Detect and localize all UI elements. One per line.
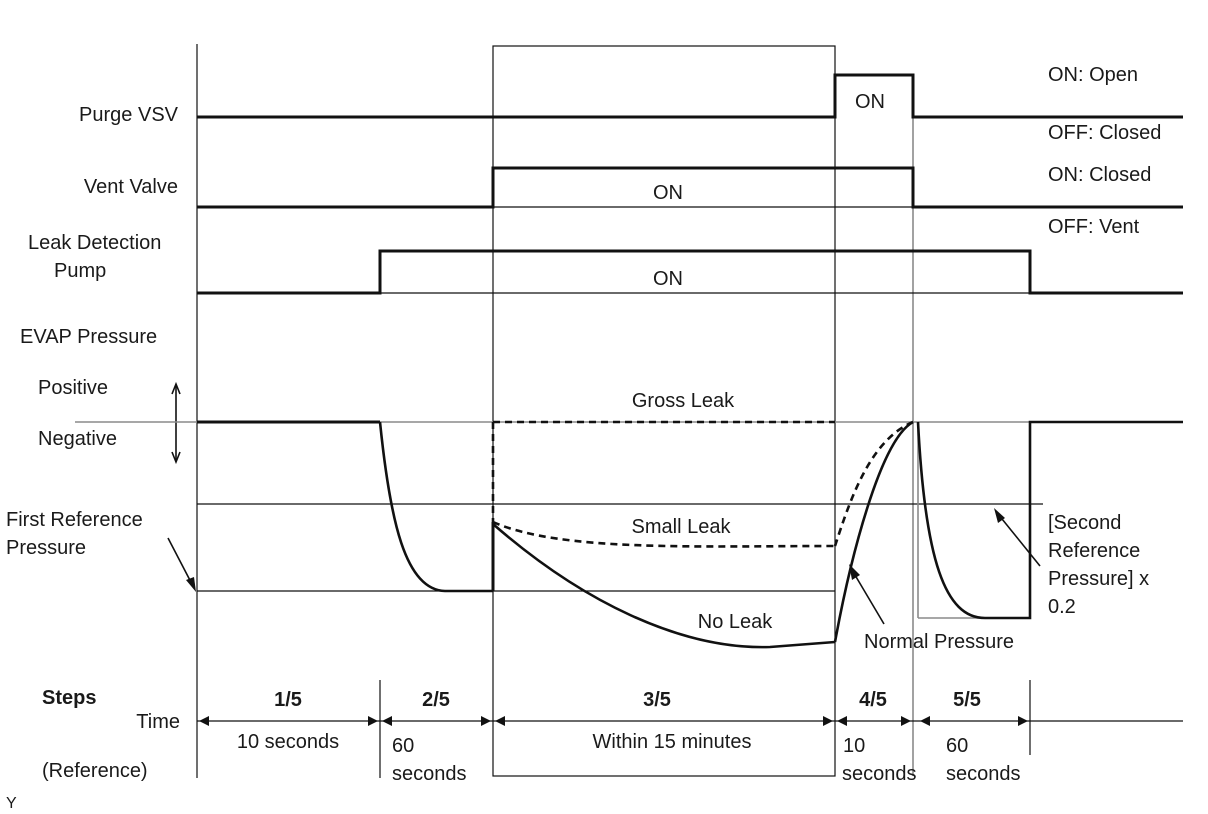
- no-leak-label: No Leak: [698, 611, 773, 633]
- purge-off-state: OFF: Closed: [1048, 122, 1161, 144]
- small-leak-recovery-curve: [833, 420, 914, 547]
- row-label-leak-pump-2: Pump: [54, 260, 106, 282]
- row-label-vent-valve: Vent Valve: [84, 176, 178, 198]
- leak-pump-signal: [197, 249, 1183, 295]
- small-leak-label: Small Leak: [632, 516, 732, 538]
- step-4-time-2: seconds: [842, 763, 917, 785]
- gross-leak-label: Gross Leak: [632, 390, 735, 412]
- normal-pressure-pointer-arrow: [849, 564, 885, 625]
- row-label-first-ref-2: Pressure: [6, 537, 86, 559]
- second-ref-label-2: Reference: [1048, 540, 1140, 562]
- second-ref-label-4: 0.2: [1048, 596, 1076, 618]
- second-ref-pointer-arrow: [994, 508, 1041, 567]
- step-3-frame: [492, 45, 836, 777]
- second-ref-label-3: Pressure] x: [1048, 568, 1149, 590]
- row-label-purge-vsv: Purge VSV: [79, 104, 179, 126]
- step-5-time-2: seconds: [946, 763, 1021, 785]
- small-leak-curve: [492, 520, 836, 548]
- normal-pressure-recovery-curve: [833, 420, 914, 643]
- steps-header: Steps: [42, 687, 96, 709]
- step-1-time: 10 seconds: [237, 731, 339, 753]
- step-2-time-2: seconds: [392, 763, 467, 785]
- step-3-time: Within 15 minutes: [593, 731, 752, 753]
- pump-on-label: ON: [653, 268, 683, 290]
- step-3-number: 3/5: [643, 689, 671, 711]
- step-5-time-1: 60: [946, 735, 968, 757]
- step-2-time-1: 60: [392, 735, 414, 757]
- vent-on-label: ON: [653, 182, 683, 204]
- normal-pressure-label: Normal Pressure: [864, 631, 1014, 653]
- footer-mark: Y: [6, 795, 17, 812]
- step-boundaries: [379, 680, 1031, 778]
- time-label: Time: [136, 711, 180, 733]
- step-4-number: 4/5: [859, 689, 887, 711]
- positive-negative-arrow: [171, 381, 181, 465]
- row-label-positive: Positive: [38, 377, 108, 399]
- pressure-step-5-drop: [916, 420, 1183, 620]
- step-1-number: 1/5: [274, 689, 302, 711]
- row-label-evap-pressure: EVAP Pressure: [20, 326, 157, 348]
- step-4-time-1: 10: [843, 735, 865, 757]
- row-label-leak-pump-1: Leak Detection: [28, 232, 161, 254]
- row-label-first-ref-1: First Reference: [6, 509, 143, 531]
- row-label-negative: Negative: [38, 428, 117, 450]
- step-5-number: 5/5: [953, 689, 981, 711]
- vent-off-state: OFF: Vent: [1048, 216, 1140, 238]
- step-2-number: 2/5: [422, 689, 450, 711]
- time-axis-arrowheads: [199, 716, 1028, 726]
- purge-vsv-signal: [197, 73, 1183, 776]
- vent-valve-signal: [197, 166, 1183, 209]
- second-ref-label-1: [Second: [1048, 512, 1121, 534]
- vent-on-state: ON: Closed: [1048, 164, 1151, 186]
- first-ref-pointer-arrow: [167, 537, 196, 592]
- purge-on-state: ON: Open: [1048, 64, 1138, 86]
- gross-leak-curve: [491, 420, 835, 522]
- purge-on-label: ON: [855, 91, 885, 113]
- no-leak-curve: [492, 523, 836, 649]
- reference-label: (Reference): [42, 760, 148, 782]
- pressure-step-2-drop: [378, 421, 493, 593]
